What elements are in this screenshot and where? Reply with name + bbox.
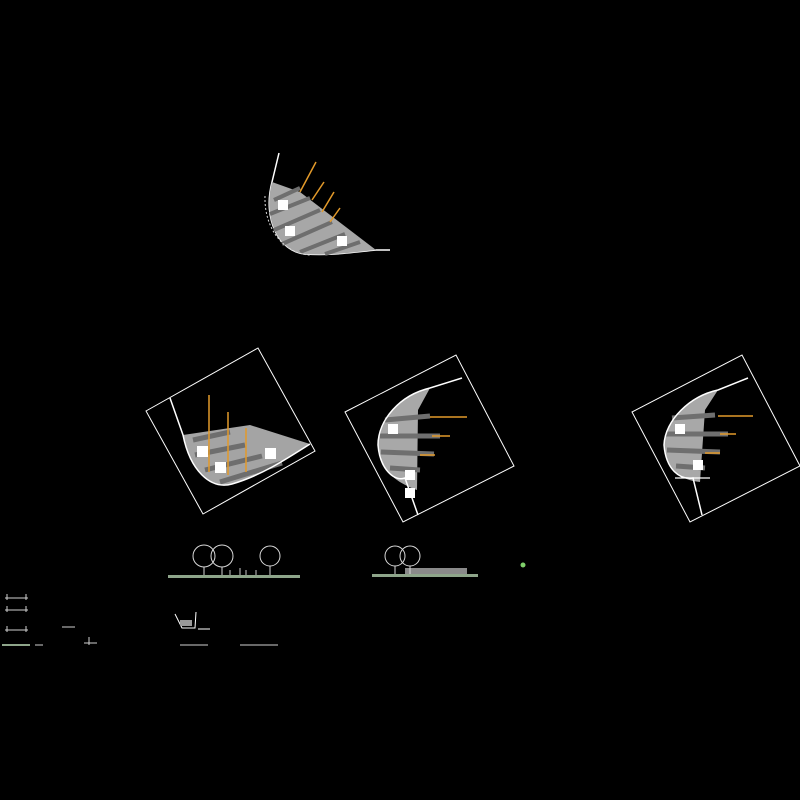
plan-view-rotated-center [344,354,515,523]
tree-icon [192,544,281,575]
elevation-left [168,544,300,578]
green-marker [520,562,526,568]
plan-view-rotated-left [145,347,316,515]
tree-icon [384,545,421,574]
detail-symbols [2,594,278,646]
plan-view-rotated-right [631,354,800,523]
plan-view-top [264,152,390,256]
elevation-center [372,545,478,577]
